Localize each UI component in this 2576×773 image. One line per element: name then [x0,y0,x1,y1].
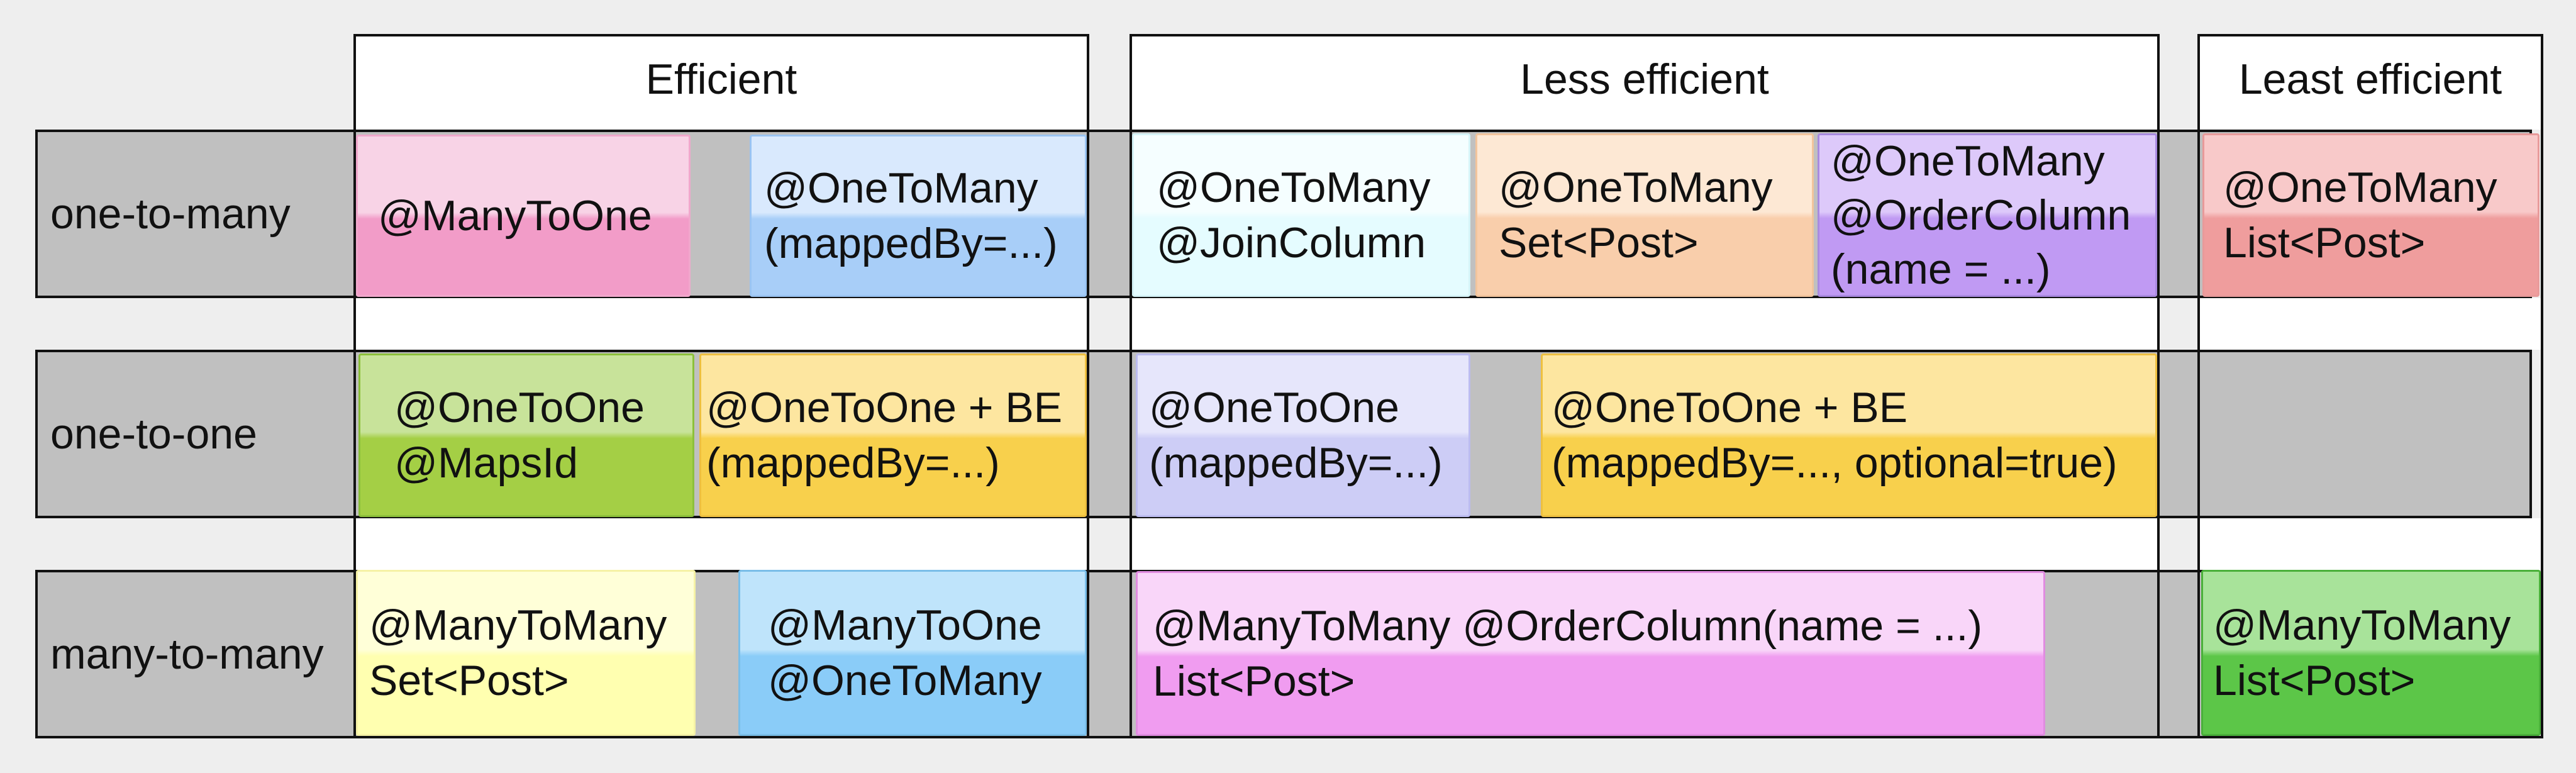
cell-line: @OneToMany [2223,164,2497,211]
cell-line: @ManyToMany @OrderColumn(name = ...) [1153,602,1983,650]
column-less-efficient [1130,34,2160,738]
cell-many-to-many-ordercolumn: @ManyToMany @OrderColumn(name = ...) Lis… [1136,571,2045,736]
gap-less-2 [1132,518,2157,570]
col-head-bg-efficient [356,36,1087,130]
cell-one-to-many-mappedby: @OneToMany (mappedBy=...) [750,135,1087,297]
cell-line: (mappedBy=..., optional=true) [1552,439,2118,487]
cell-line: @OneToMany [1157,164,1431,211]
cell-many-to-one-one-to-many: @ManyToOne @OneToMany [738,570,1087,736]
cell-line: (name = ...) [1831,245,2051,293]
col-head-bg-less [1132,36,2157,130]
cell-line: (mappedBy=...) [1149,439,1443,487]
cell-line: @ManyToOne [378,192,652,240]
cell-line: @ManyToMany [369,601,667,649]
cell-line: @ManyToMany [2213,601,2511,649]
cell-one-to-many-ordercolumn: @OneToMany @OrderColumn (name = ...) [1818,133,2157,297]
gap-efficient-2 [356,518,1087,570]
row-label-many-to-many: many-to-many [50,630,324,678]
cell-line: List<Post> [2223,219,2426,267]
cell-one-to-many-joincolumn: @OneToMany @JoinColumn [1132,133,1470,297]
cell-line: (mappedBy=...) [706,439,1000,487]
cell-line: @OneToOne [1149,384,1399,431]
cell-line: @OneToOne + BE [1552,384,1908,431]
cell-line: @OneToMany [764,164,1038,212]
cell-line: @OneToOne + BE [706,384,1063,431]
gap-least [2200,298,2541,350]
cell-one-to-many-list: @OneToMany List<Post> [2202,133,2540,297]
cell-one-to-many-set: @OneToMany Set<Post> [1475,133,1814,297]
column-header-less-efficient: Less efficient [1520,55,1769,103]
cell-line: @OneToOne [394,384,645,431]
cell-line: List<Post> [1153,657,1355,705]
cell-line: @OneToMany [768,657,1042,704]
row-label-one-to-one: one-to-one [50,410,257,458]
cell-many-to-many-set: @ManyToMany Set<Post> [356,570,696,736]
cell-line: @OneToMany [1499,164,1773,211]
cell-line: @ManyToOne [768,601,1042,649]
column-least-efficient [2197,34,2543,738]
cell-line: Set<Post> [1499,219,1699,267]
cell-line: (mappedBy=...) [764,220,1058,267]
gap-efficient [356,298,1087,350]
cell-line: Set<Post> [369,657,569,704]
cell-one-to-one-mappedby: @OneToOne (mappedBy=...) [1136,353,1470,517]
cell-line: @OrderColumn [1831,191,2131,239]
cell-line: @JoinColumn [1157,219,1426,267]
column-header-least-efficient: Least efficient [2238,55,2502,103]
row-label-one-to-many: one-to-many [50,190,291,238]
cell-many-to-one: @ManyToOne [356,135,691,297]
cell-line: @OneToMany [1831,137,2105,185]
gap-least-2 [2200,518,2541,570]
cell-many-to-many-list: @ManyToMany List<Post> [2201,570,2541,736]
cell-line: @MapsId [394,439,579,487]
cell-line: List<Post> [2213,657,2416,704]
column-header-efficient: Efficient [645,55,797,103]
column-efficient [353,34,1089,738]
cell-one-to-one-mapsid: @OneToOne @MapsId [358,353,694,517]
gap-less [1132,298,2157,350]
cell-one-to-one-be-mappedby: @OneToOne + BE (mappedBy=...) [699,353,1087,517]
cell-one-to-one-be-optional: @OneToOne + BE (mappedBy=..., optional=t… [1541,353,2157,517]
col-head-bg-least [2200,36,2541,130]
